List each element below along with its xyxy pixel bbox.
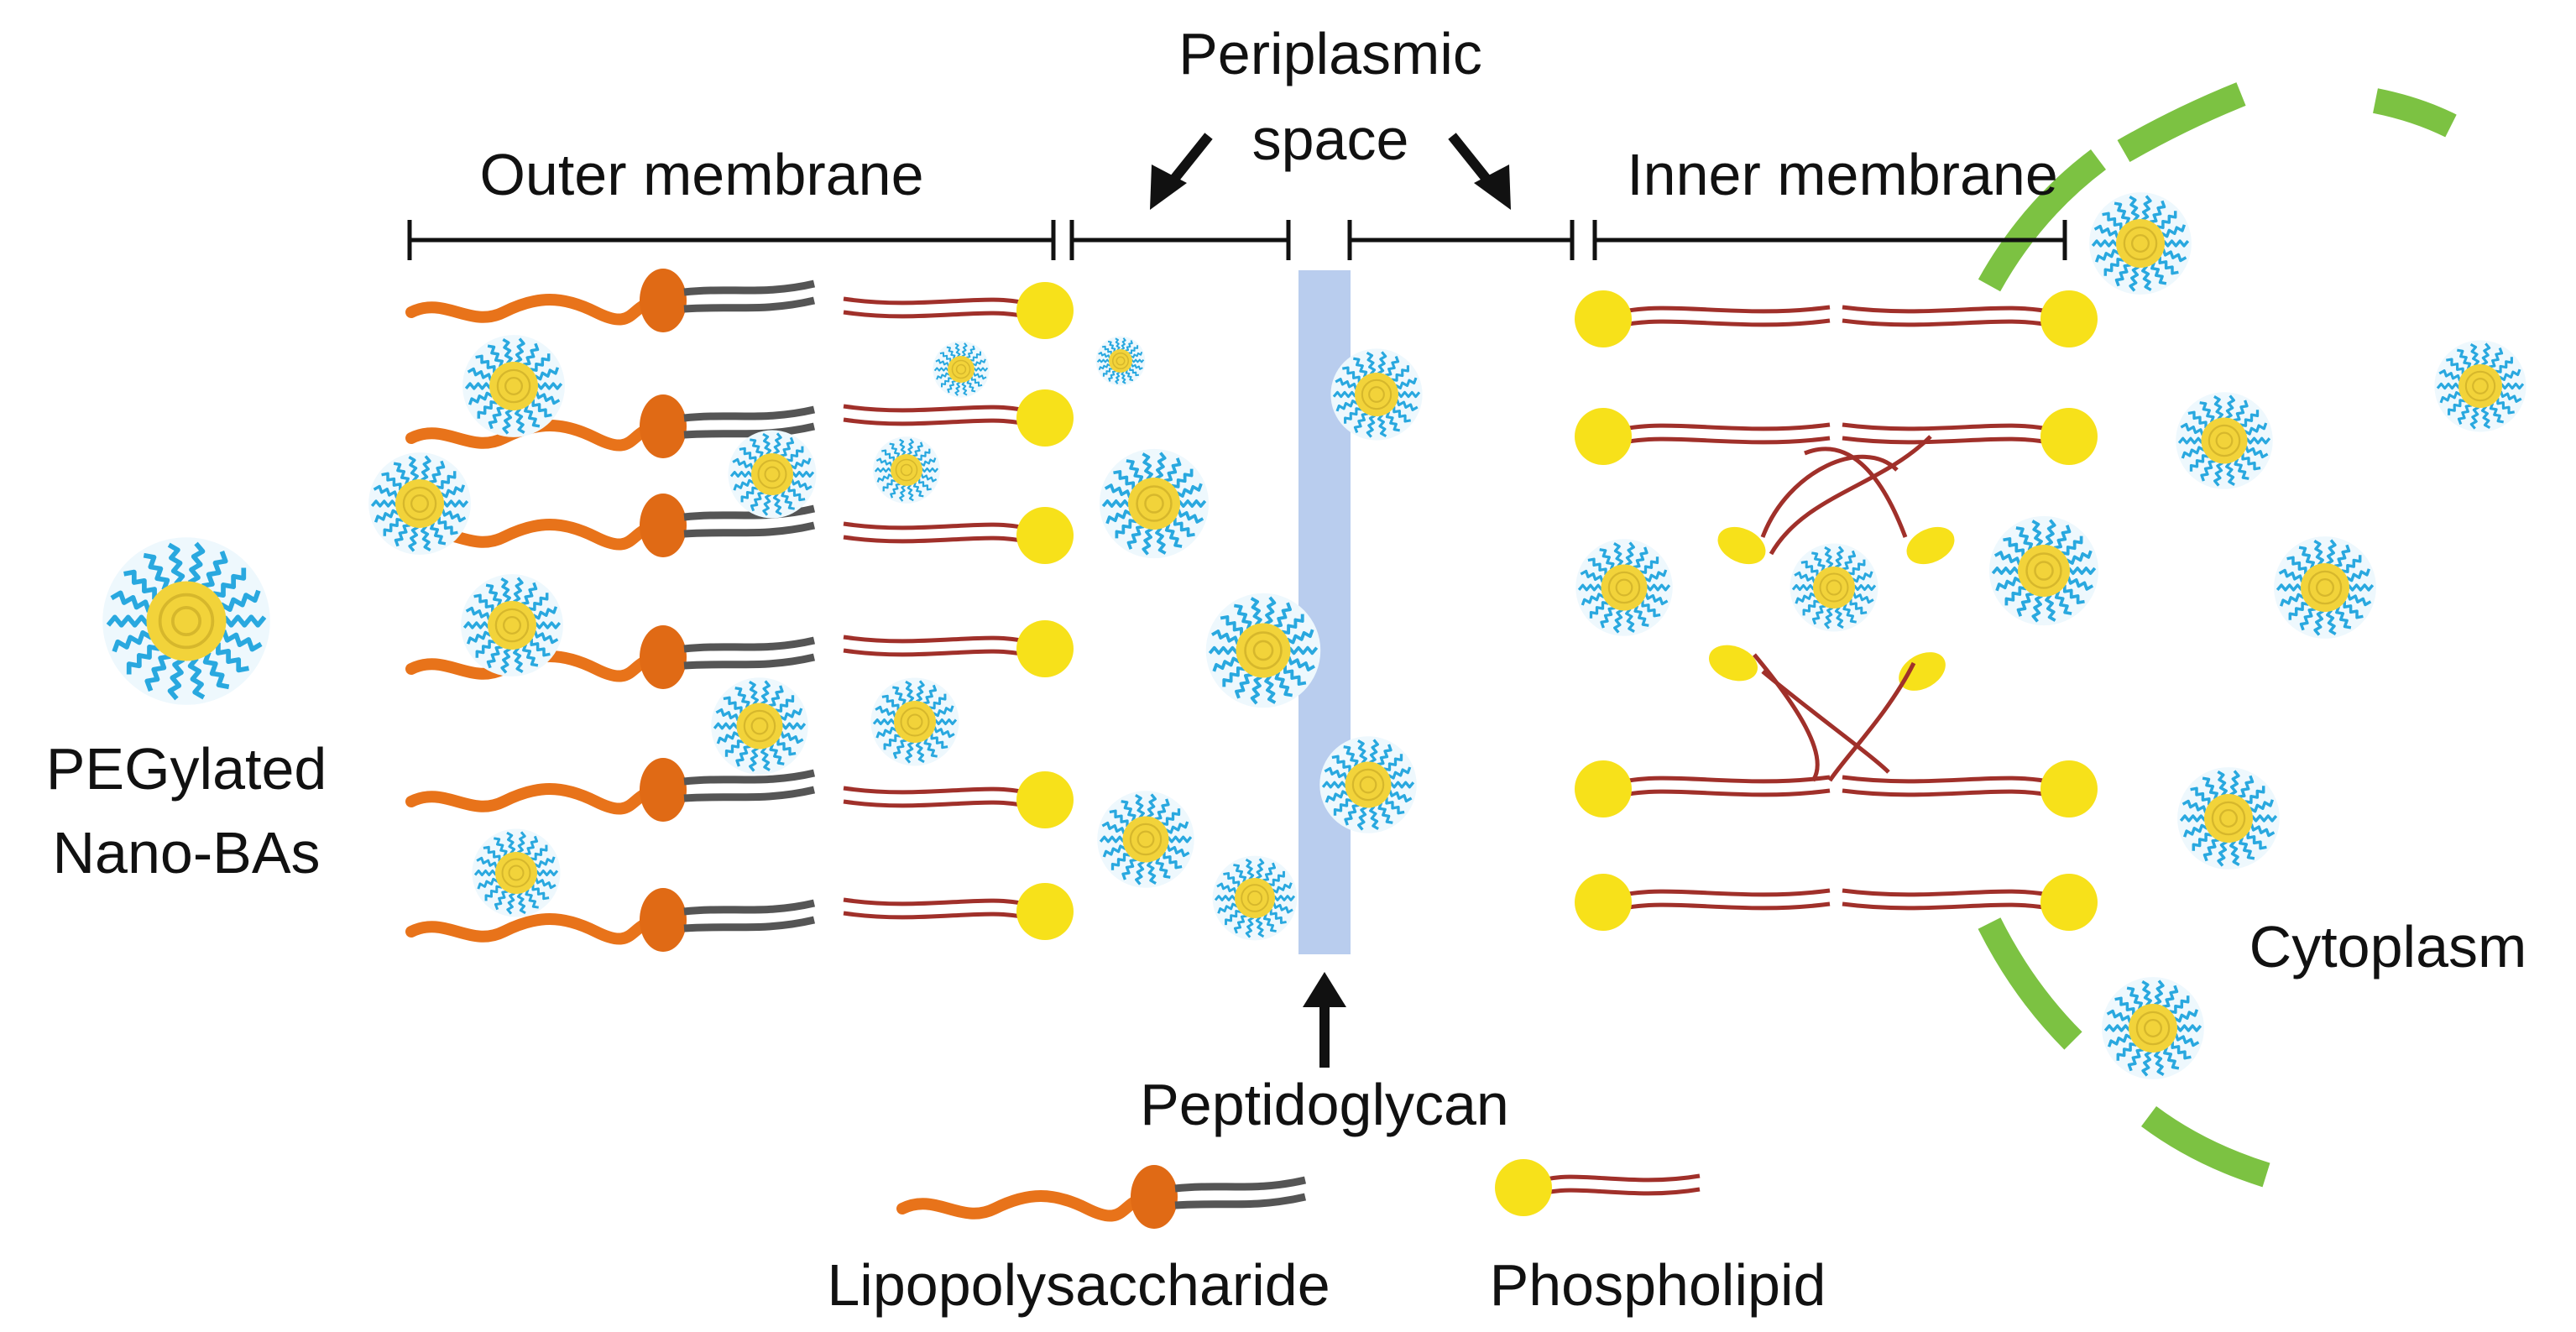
lipopolysaccharide: [405, 888, 816, 952]
cell-wall-segment: [2372, 88, 2457, 138]
pegylated-nanoparticle: [2177, 767, 2280, 870]
disrupted-phospholipid: [1717, 526, 1766, 565]
pegylated-nanoparticle: [2176, 392, 2273, 489]
cell-wall-segment: [2141, 1105, 2270, 1188]
pegylated-nanoparticle: [933, 341, 990, 398]
arrow-icon: [1448, 133, 1511, 210]
cell-wall-segment: [1978, 917, 2082, 1050]
periplasmic-bracket-right: [1347, 220, 1575, 260]
pegylated-nanoparticle: [462, 335, 565, 437]
cytoplasm-label: Cytoplasm: [2249, 914, 2527, 979]
pegylated-nanoparticle: [1790, 543, 1878, 632]
pegylated-nanoparticle: [1212, 855, 1298, 941]
phospholipid: [1842, 290, 2098, 347]
lipopolysaccharide: [405, 269, 816, 332]
periplasmic-label: Periplasmic: [1178, 21, 1482, 86]
disrupted-phospholipid: [1708, 645, 1758, 682]
cell-wall: [1978, 82, 2457, 1188]
pegylated-nanoparticle: [2274, 536, 2376, 639]
space-label: space: [1252, 107, 1409, 172]
pegylated-nanoparticle: [368, 452, 471, 555]
pegylated-nanoparticle: [1988, 515, 2099, 626]
periplasmic-bracket-left: [1069, 220, 1291, 260]
pegylated-nanoparticle: [1330, 348, 1423, 441]
arrow-icon: [1303, 972, 1346, 1068]
lipopolysaccharide: [896, 1165, 1307, 1229]
legend-phospholipid-label: Phospholipid: [1490, 1252, 1826, 1318]
pegylated-nanoparticle: [728, 430, 817, 519]
disrupted-tail: [1804, 447, 1908, 538]
pegylated-nanoparticle: [1205, 593, 1321, 708]
pegylated-nanoparticle: [1097, 791, 1194, 888]
membrane-disruption: [1708, 435, 1955, 782]
phospholipid: [843, 507, 1074, 564]
phospholipid: [1575, 874, 1831, 931]
inner-membrane-bracket: [1592, 220, 2067, 260]
legend-lipopolysaccharide-label: Lipopolysaccharide: [827, 1252, 1330, 1318]
nanoparticle-label-line1: PEGylated: [46, 736, 327, 802]
outer-membrane-phospholipid-layer: [843, 282, 1074, 940]
phospholipid: [843, 620, 1074, 677]
inner-membrane-phospholipid-layer: [1575, 290, 2098, 931]
pegylated-nanoparticle: [873, 436, 940, 504]
disrupted-tail: [1753, 653, 1820, 782]
pegylated-nanoparticle: [102, 537, 270, 705]
pegylated-nanoparticle: [1099, 448, 1210, 559]
phospholipid-icon: [1495, 1159, 1701, 1216]
nanoparticle-label-line2: Nano-BAs: [52, 820, 320, 885]
pegylated-nanoparticle: [870, 677, 959, 766]
peptidoglycan-label: Peptidoglycan: [1140, 1072, 1509, 1137]
phospholipid: [843, 389, 1074, 447]
inner-membrane-label: Inner membrane: [1627, 142, 2058, 207]
cell-wall-segment: [2117, 82, 2246, 163]
phospholipid: [843, 883, 1074, 940]
disrupted-tail: [1827, 661, 1916, 782]
lipopolysaccharide-icon: [896, 1165, 1307, 1229]
disrupted-tail: [1761, 670, 1890, 774]
phospholipid: [1575, 760, 1831, 817]
phospholipid: [1575, 408, 1831, 465]
pegylated-nanoparticle: [1319, 736, 1417, 833]
disrupted-phospholipid: [1899, 652, 1946, 691]
pegylated-nanoparticle: [2434, 340, 2526, 432]
phospholipid: [1842, 760, 2098, 817]
pegylated-nanoparticle: [472, 828, 561, 917]
lipopolysaccharide: [405, 758, 816, 822]
pegylated-nanoparticle: [711, 677, 808, 775]
cell-wall-segment: [1978, 149, 2107, 292]
disrupted-phospholipid: [1906, 526, 1955, 565]
phospholipid: [843, 282, 1074, 339]
phospholipid: [1842, 874, 2098, 931]
outer-membrane-label: Outer membrane: [479, 142, 923, 207]
pegylated-nanoparticle: [2102, 977, 2204, 1079]
phospholipid: [1575, 290, 1831, 347]
phospholipid: [1842, 408, 2098, 465]
outer-membrane-bracket: [407, 220, 1056, 260]
disrupted-tail: [1760, 454, 1899, 538]
legend-phospholipid: [1495, 1159, 1701, 1216]
phospholipid: [843, 771, 1074, 828]
pegylated-nanoparticle: [2089, 192, 2192, 295]
disrupted-tail: [1769, 435, 1932, 556]
pegylated-nanoparticle: [1095, 336, 1146, 386]
arrow-icon: [1150, 133, 1213, 210]
nanoparticles: [102, 192, 2526, 1079]
pegylated-nanoparticle: [1575, 539, 1673, 636]
pegylated-nanoparticle: [461, 574, 563, 676]
